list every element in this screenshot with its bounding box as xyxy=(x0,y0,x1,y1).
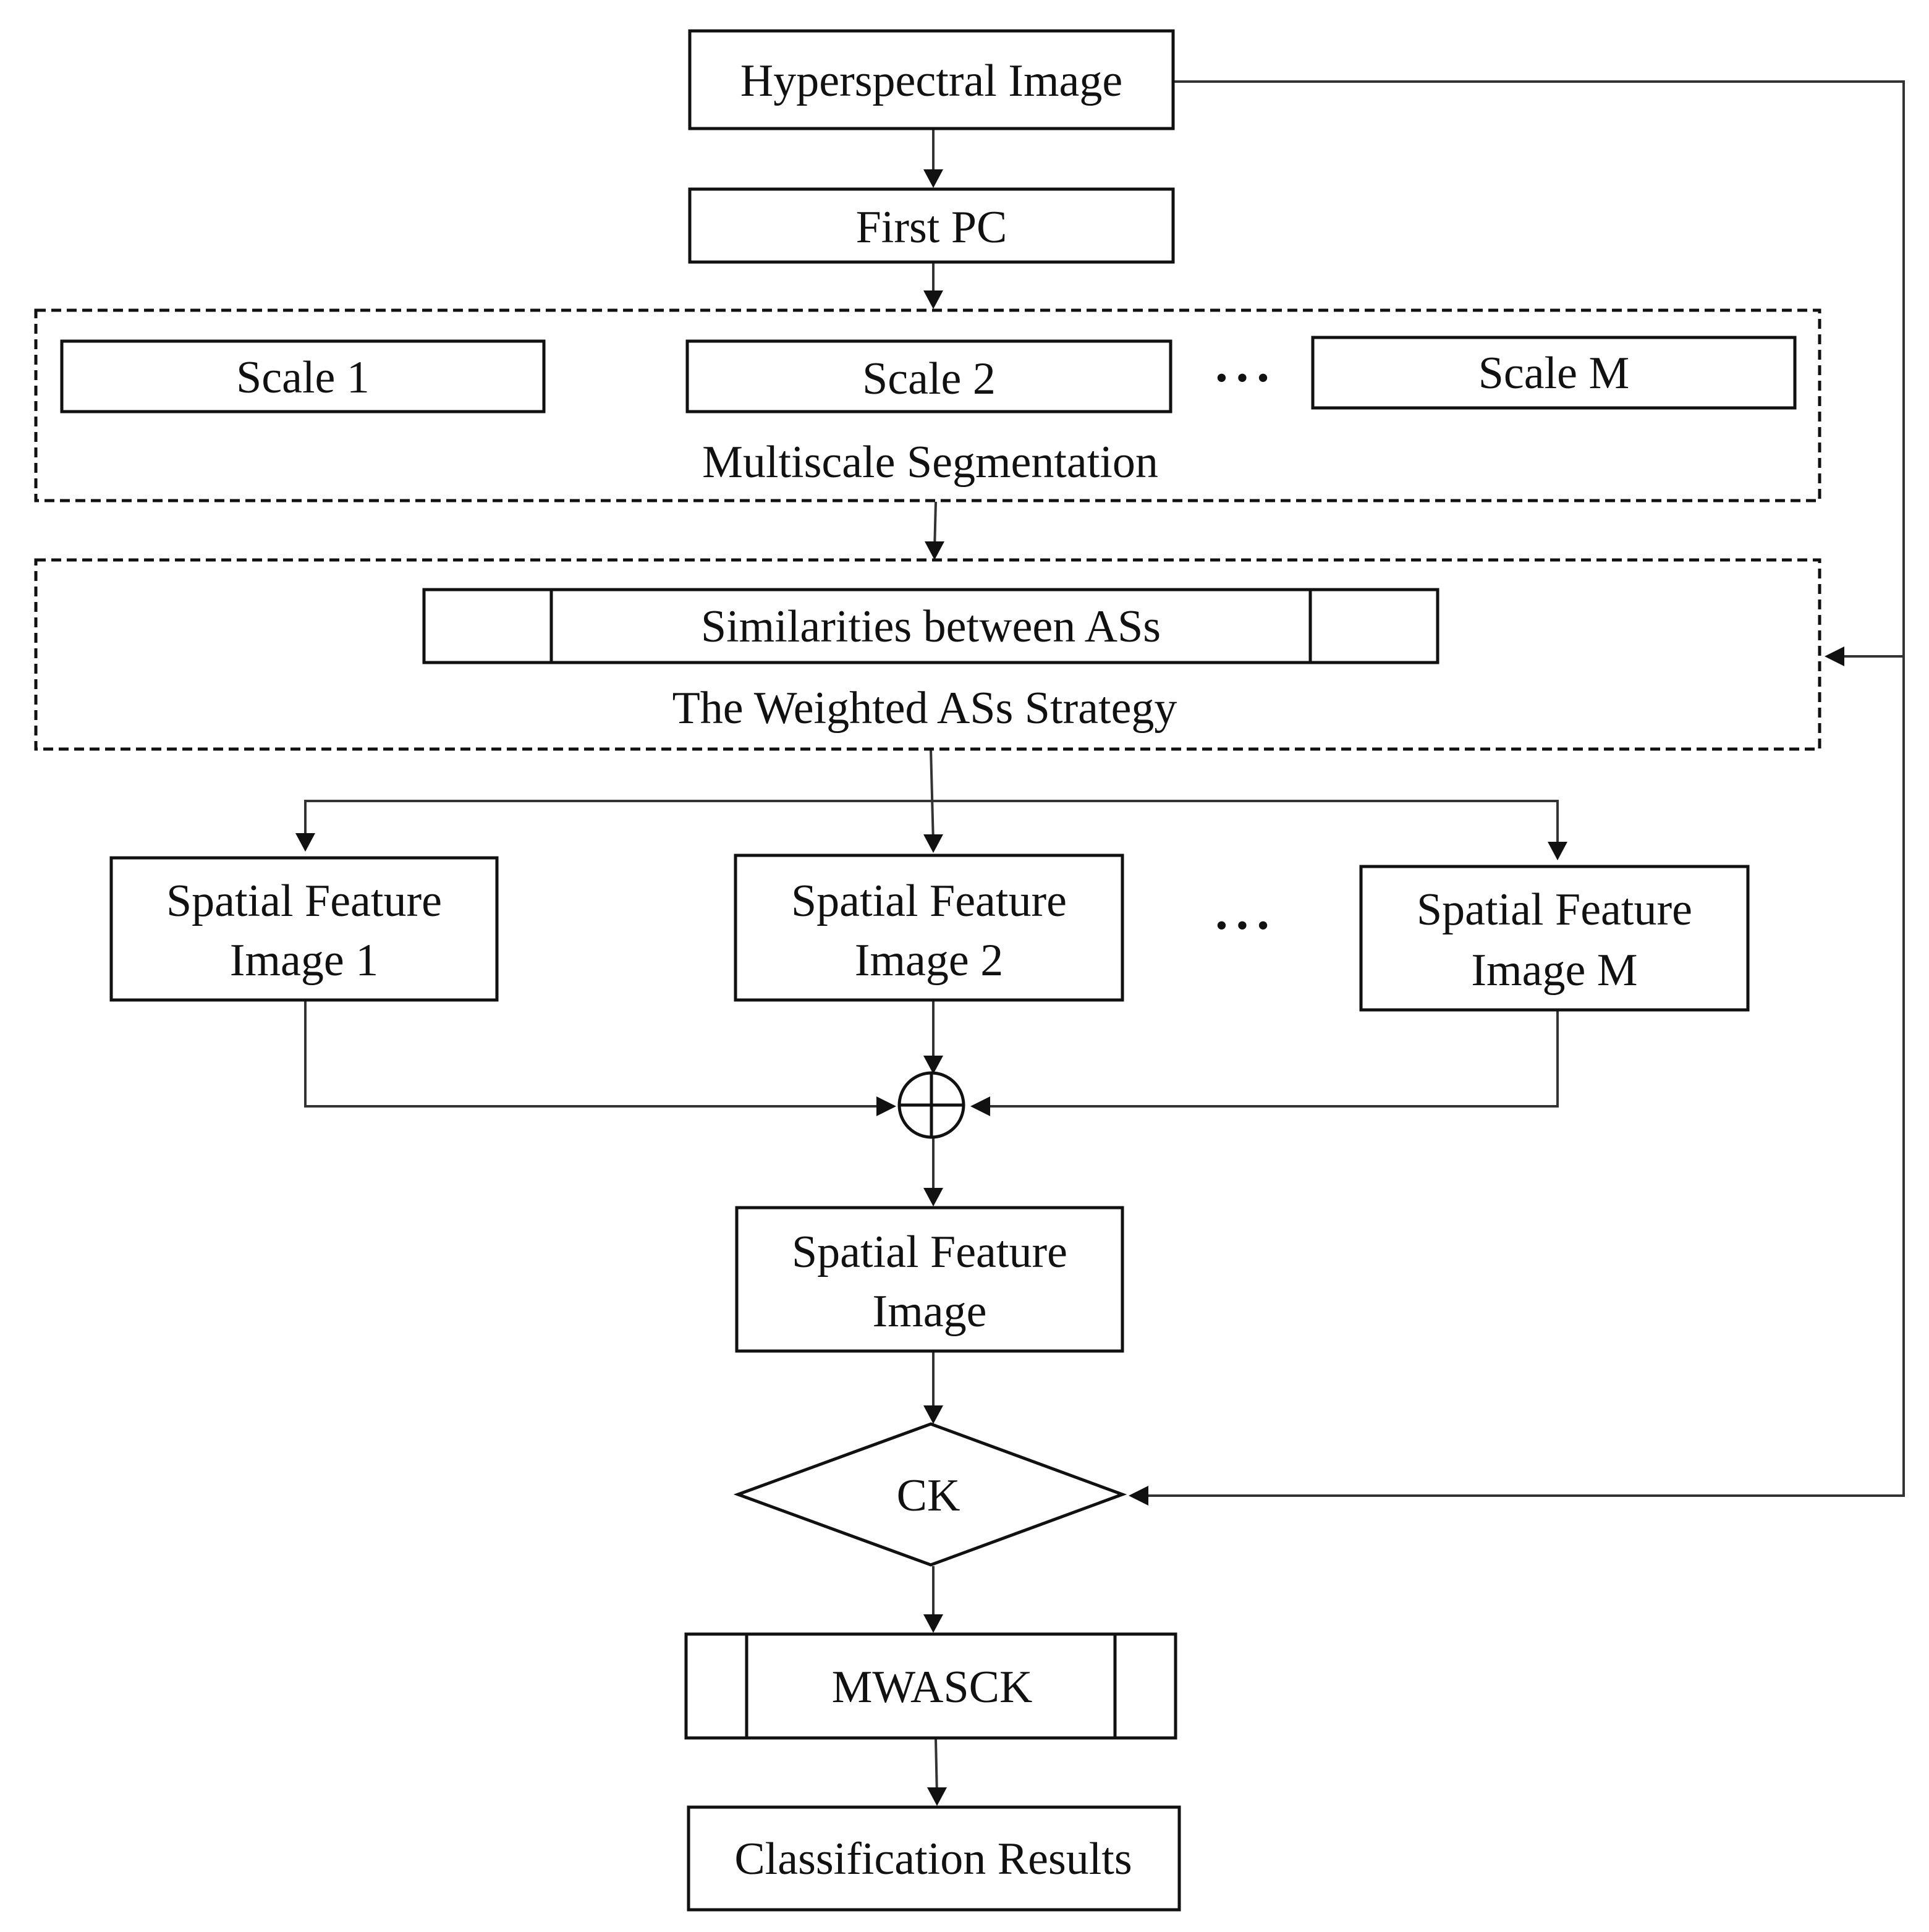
sfi-m-to-sum-line xyxy=(977,1011,1559,1108)
sfi-2-node: Spatial Feature Image 2 xyxy=(734,854,1124,1002)
multiscale-segmentation-label: Multiscale Segmentation xyxy=(702,437,1158,488)
classification-results-node: Classification Results xyxy=(687,1805,1181,1912)
hyperspectral-image-label: Hyperspectral Image xyxy=(740,56,1122,106)
hsi-bypass-line xyxy=(1137,80,1905,1497)
scale-2-box xyxy=(685,339,1172,413)
arrowhead-icon xyxy=(923,169,943,188)
scale-m-box xyxy=(1311,336,1797,410)
scale-1-box xyxy=(60,339,546,413)
arrowhead-icon xyxy=(925,541,944,560)
scale-m-label: Scale M xyxy=(1478,348,1630,399)
sfi-1-to-sum-line xyxy=(304,1001,890,1108)
connectors xyxy=(295,80,1905,1806)
arrowhead-icon xyxy=(970,1096,990,1116)
sfi-m-node: Spatial Feature Image M xyxy=(1359,865,1750,1012)
split-line xyxy=(304,800,1559,847)
arrowhead-icon xyxy=(923,1188,943,1206)
multiscale-segmentation-group: Scale 1 Scale 2 • • • Scale M Multiscale… xyxy=(34,308,1821,502)
first-pc-box xyxy=(688,187,1175,264)
arrowhead-icon xyxy=(1825,646,1844,666)
first-pc-label: First PC xyxy=(856,202,1007,253)
first-pc-node: First PC xyxy=(688,187,1175,264)
arrowhead-icon xyxy=(1129,1486,1148,1506)
classification-results-box xyxy=(687,1805,1181,1912)
sfi-2-label-line-1: Spatial Feature xyxy=(791,876,1067,926)
weighted-ass-strategy-group: Similarities between ASs The Weighted AS… xyxy=(34,558,1821,751)
arrowhead-icon xyxy=(923,1056,943,1074)
arrowhead-icon xyxy=(923,290,943,309)
mwasck-box xyxy=(684,1632,1177,1740)
spatial-feature-image-node: Spatial Feature Image xyxy=(735,1206,1124,1353)
weighted-ass-strategy-label: The Weighted ASs Strategy xyxy=(672,683,1177,734)
ck-diamond xyxy=(733,1422,1127,1567)
classification-results-label: Classification Results xyxy=(734,1834,1132,1884)
sfi-m-label-line-2: Image M xyxy=(1471,945,1637,996)
mwasck-node: MWASCK xyxy=(684,1632,1177,1740)
weighted-ass-strategy-frame xyxy=(34,558,1821,751)
arrowhead-icon xyxy=(923,1405,943,1424)
arrowhead-icon xyxy=(295,833,315,852)
scale-2-label: Scale 2 xyxy=(862,354,996,404)
sfi-1-label-line-1: Spatial Feature xyxy=(166,876,442,926)
spatial-feature-image-label-line-1: Spatial Feature xyxy=(792,1227,1067,1277)
sfi-2-box xyxy=(734,854,1124,1002)
sfi-1-node: Spatial Feature Image 1 xyxy=(109,856,499,1002)
sfi-m-label-line-1: Spatial Feature xyxy=(1417,884,1692,935)
arrowhead-icon xyxy=(876,1096,896,1116)
spatial-feature-image-label-line-2: Image xyxy=(873,1286,987,1337)
arrowhead-icon xyxy=(923,1614,943,1633)
sfi-ellipsis: • • • xyxy=(1216,907,1270,945)
ck-label: CK xyxy=(897,1470,960,1521)
sfi-m-box xyxy=(1359,865,1750,1012)
scales-ellipsis: • • • xyxy=(1216,359,1270,397)
hyperspectral-image-box xyxy=(688,29,1175,130)
scale-1-label: Scale 1 xyxy=(236,352,370,403)
multiscale-segmentation-frame xyxy=(34,308,1821,502)
hyperspectral-image-node: Hyperspectral Image xyxy=(688,29,1175,130)
arrowhead-icon xyxy=(1548,842,1567,860)
arrowhead-icon xyxy=(923,834,943,853)
similarities-label: Similarities between ASs xyxy=(701,601,1161,652)
sfi-1-label-line-2: Image 1 xyxy=(230,935,378,986)
ck-node: CK xyxy=(733,1422,1127,1567)
sfi-1-box xyxy=(109,856,499,1002)
summation-node xyxy=(897,1071,965,1139)
similarities-box xyxy=(422,588,1439,664)
arrow-weighted-to-sfi-2 xyxy=(930,748,935,844)
mwasck-to-results-line xyxy=(935,1739,938,1797)
arrowhead-icon xyxy=(927,1787,947,1806)
spatial-feature-image-box xyxy=(735,1206,1124,1353)
sfi-2-label-line-2: Image 2 xyxy=(855,935,1003,986)
mwasck-label: MWASCK xyxy=(832,1662,1033,1713)
